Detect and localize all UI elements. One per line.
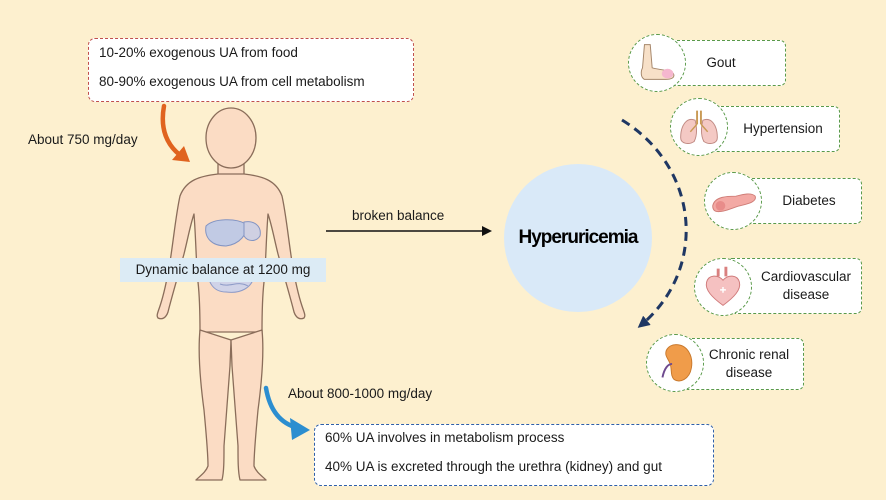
hyperuricemia-title: Hyperuricemia bbox=[518, 227, 638, 248]
disease-cardiovascular-label: Cardiovascular disease bbox=[760, 268, 852, 302]
output-metabolism-line: 60% UA involves in metabolism process bbox=[325, 430, 565, 445]
intake-box: 10-20% exogenous UA from food 80-90% exo… bbox=[88, 38, 414, 102]
foot-icon bbox=[628, 34, 686, 92]
disease-curve-arrow bbox=[621, 118, 688, 328]
disease-diabetes-label: Diabetes bbox=[782, 192, 836, 208]
intake-metabolism-line: 80-90% exogenous UA from cell metabolism bbox=[99, 73, 365, 89]
output-box: 60% UA involves in metabolism process 40… bbox=[314, 424, 714, 486]
disease-renal-label: Chronic renal disease bbox=[708, 346, 790, 380]
pancreas-icon bbox=[704, 172, 762, 230]
broken-balance-label: broken balance bbox=[352, 208, 445, 223]
lungs-icon bbox=[670, 98, 728, 156]
intake-food-line: 10-20% exogenous UA from food bbox=[99, 45, 298, 60]
dynamic-balance-label: Dynamic balance at 1200 mg bbox=[120, 258, 326, 282]
disease-gout-label: Gout bbox=[706, 54, 736, 70]
output-excretion-line: 40% UA is excreted through the urethra (… bbox=[325, 458, 662, 474]
hyperuricemia-node: Hyperuricemia bbox=[504, 164, 652, 312]
heart-icon bbox=[694, 258, 752, 316]
kidney-icon bbox=[646, 334, 704, 392]
intake-rate-label: About 750 mg/day bbox=[28, 132, 138, 147]
disease-hypertension-label: Hypertension bbox=[743, 120, 823, 136]
output-rate-label: About 800-1000 mg/day bbox=[288, 386, 433, 401]
